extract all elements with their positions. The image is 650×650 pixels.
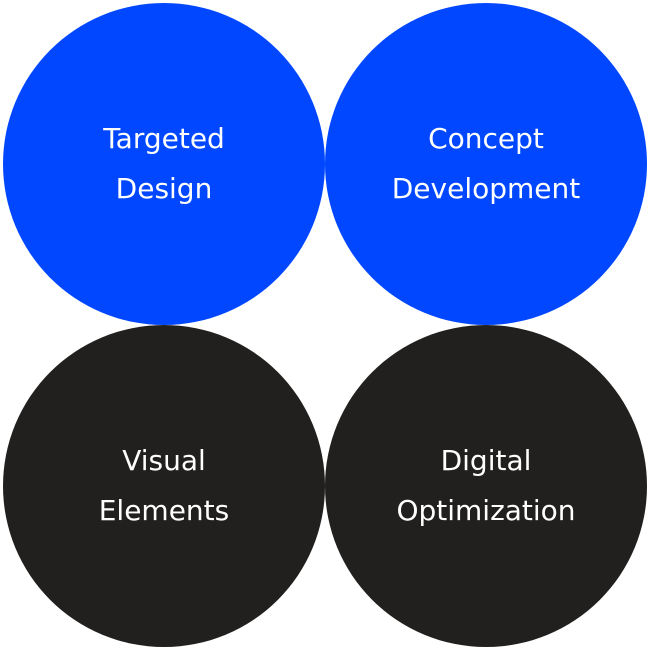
- circle-targeted-design: Targeted Design: [3, 3, 325, 325]
- circle-concept-development: Concept Development: [325, 3, 647, 325]
- circle-label: Concept Development: [391, 122, 581, 205]
- circle-digital-optimization: Digital Optimization: [325, 325, 647, 647]
- circle-visual-elements: Visual Elements: [3, 325, 325, 647]
- circle-label: Digital Optimization: [396, 444, 576, 527]
- circle-label: Visual Elements: [98, 444, 230, 527]
- circle-label: Targeted Design: [103, 122, 225, 205]
